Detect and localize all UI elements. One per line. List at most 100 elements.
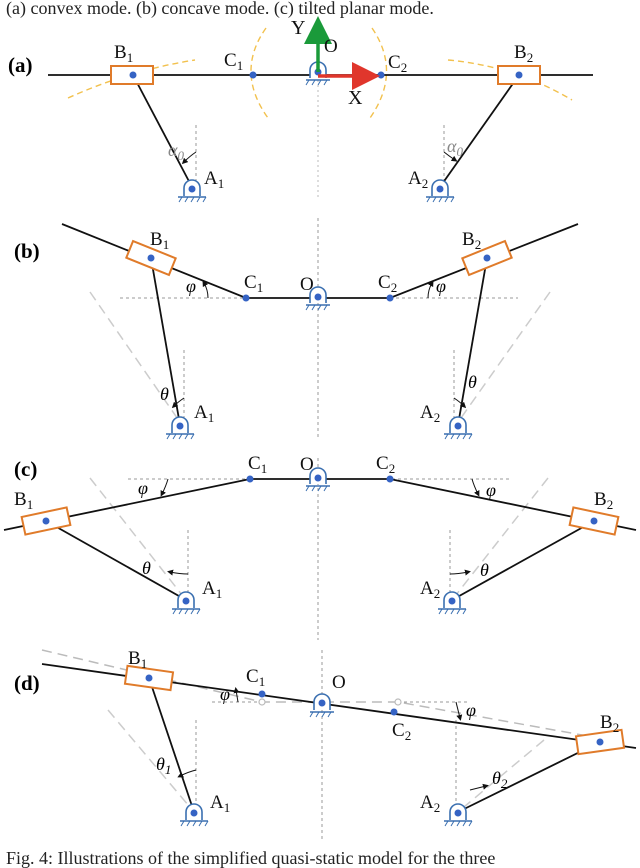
link-a2-b2-d [457, 741, 601, 813]
pin-joint-a2-b-icon [444, 416, 473, 440]
label-o-a: O [324, 36, 338, 57]
label-phi-c1: φ [138, 478, 148, 498]
angle-arc-a2 [443, 151, 458, 162]
panel-c: (c) O C1 C2 B1 B2 φ φ θ θ [3, 453, 637, 640]
label-c1-c: C1 [248, 453, 267, 476]
pin-joint-a1-icon [178, 179, 207, 203]
node-b2 [515, 71, 523, 79]
ghost-node-c1-d [258, 698, 266, 706]
label-a1-a: A1 [204, 168, 224, 191]
label-theta-d2: θ2 [492, 768, 508, 791]
caption-top: (a) convex mode. (b) concave mode. (c) t… [6, 0, 434, 19]
ghost-link-d1 [107, 709, 195, 813]
label-b2-d: B2 [600, 712, 619, 735]
label-phi-c2: φ [486, 480, 496, 500]
label-theta-b2: θ [468, 372, 477, 392]
pin-joint-a2-icon [426, 179, 455, 203]
panel-b-tag: (b) [14, 239, 40, 263]
label-o-c: O [300, 454, 314, 475]
node-b1-c [42, 517, 50, 525]
angle-arc-a1 [181, 151, 197, 165]
link-a1-b1-b [150, 257, 181, 426]
node-c2-b [386, 294, 394, 302]
node-c1-c [246, 475, 254, 483]
arc-b1 [67, 59, 196, 99]
label-phi-b1: φ [186, 276, 196, 296]
label-a1-d: A1 [210, 792, 230, 815]
panel-d: (d) O B1 B2 C1 C2 φ [14, 648, 637, 840]
label-c1-a: C1 [224, 50, 243, 73]
node-b2-d [596, 738, 604, 746]
label-theta-b1: θ [160, 384, 169, 404]
node-b1 [129, 71, 137, 79]
link-a2-b2-b [457, 257, 488, 426]
label-c2-a: C2 [388, 52, 407, 75]
phi-arc-d2 [455, 701, 463, 721]
link-a1-b1-d [148, 677, 195, 813]
label-a2-d: A2 [420, 792, 440, 815]
node-c2-d [390, 708, 398, 716]
label-theta-d1: θ1 [156, 754, 171, 777]
label-c2-b: C2 [378, 272, 397, 295]
label-a2-c: A2 [420, 578, 440, 601]
node-b2-c [590, 517, 598, 525]
label-o-b: O [300, 274, 314, 295]
x-axis-label: X [348, 87, 363, 109]
label-theta-c2: θ [480, 560, 489, 580]
panel-c-tag: (c) [14, 457, 37, 481]
ghost-link-c2 [451, 477, 549, 601]
panel-d-tag: (d) [14, 671, 40, 695]
ghost-link-b1 [89, 291, 183, 426]
panel-b: (b) O B1 B2 C1 C2 φ φ θ θ [14, 218, 579, 440]
phi-arc-b2 [427, 280, 434, 299]
label-alpha-a1: α0 [168, 140, 184, 163]
link-a1-b1 [132, 74, 193, 188]
node-b1-b [147, 254, 155, 262]
label-b1-a: B1 [114, 42, 133, 65]
theta-arc-d1 [177, 769, 197, 778]
y-axis-label: Y [291, 17, 305, 39]
phi-arc-c2 [471, 478, 480, 497]
label-b1-d: B1 [128, 648, 147, 671]
label-a2-a: A2 [408, 168, 428, 191]
pin-joint-o-d-icon [309, 693, 334, 718]
pin-joint-o-b-icon [305, 286, 330, 311]
theta-arc-d2 [469, 783, 489, 791]
ghost-link-b2 [455, 291, 551, 426]
link-a2-b2-c [451, 520, 595, 601]
theta-arc-b1 [171, 397, 185, 409]
label-b1-b: B1 [150, 229, 169, 252]
link-a2-b2 [439, 74, 520, 188]
phi-arc-b1 [202, 280, 209, 299]
node-b1-d [145, 674, 153, 682]
pin-joint-a2-c-icon [438, 591, 467, 615]
ghost-node-c2-d [394, 698, 402, 706]
label-b2-b: B2 [462, 229, 481, 252]
phi-arc-d1 [233, 687, 240, 703]
label-b2-a: B2 [514, 42, 533, 65]
theta-arc-b2 [453, 397, 467, 409]
label-c2-d: C2 [392, 720, 411, 743]
ghost-link-d2 [457, 739, 545, 813]
label-phi-b2: φ [436, 276, 446, 296]
label-c1-b: C1 [244, 272, 263, 295]
theta-arc-c1 [167, 569, 189, 576]
panel-a-tag: (a) [8, 53, 33, 77]
pin-joint-o-c-icon [305, 467, 330, 492]
label-o-d: O [332, 672, 346, 693]
label-c1-d: C1 [246, 666, 265, 689]
node-c2-c [386, 475, 394, 483]
link-a1-b1-c [45, 520, 187, 601]
arc-c1 [250, 27, 269, 119]
label-theta-c1: θ [142, 558, 151, 578]
pin-joint-a1-c-icon [172, 591, 201, 615]
arc-c2 [369, 27, 388, 119]
node-b2-b [483, 254, 491, 262]
label-a1-b: A1 [194, 402, 214, 425]
pin-joint-a2-d-icon [444, 803, 473, 827]
label-a1-c: A1 [202, 578, 222, 601]
pin-joint-a1-d-icon [180, 803, 209, 827]
caption-bottom: Fig. 4: Illustrations of the simplified … [6, 848, 495, 868]
node-c1-d [258, 690, 266, 698]
